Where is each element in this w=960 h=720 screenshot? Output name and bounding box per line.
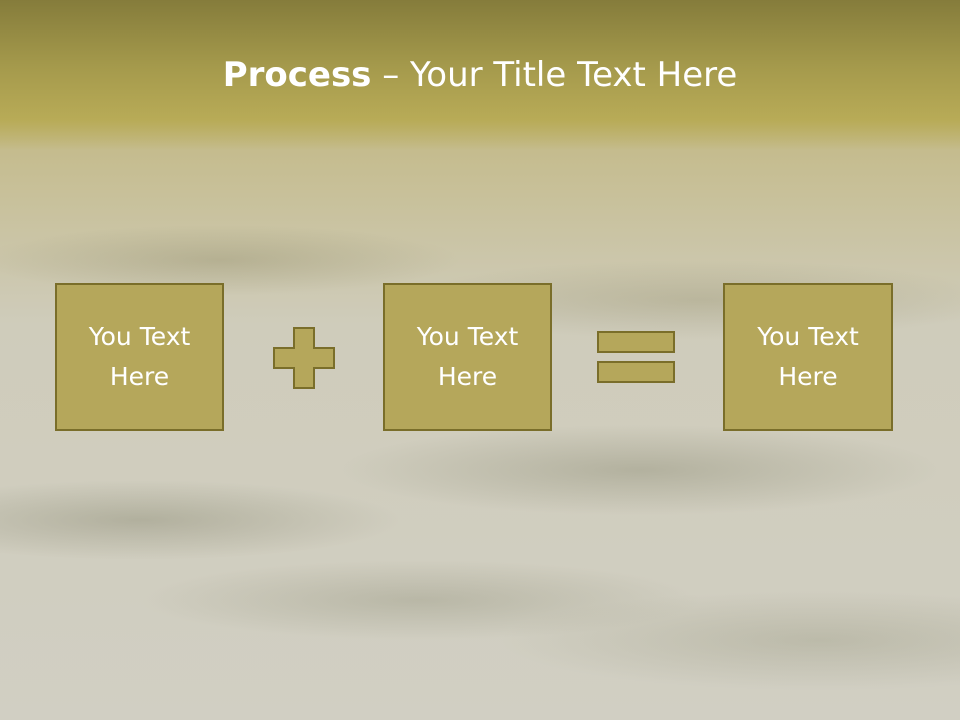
process-box-3-text: You Text Here xyxy=(757,322,859,391)
title-bold: Process xyxy=(222,55,372,95)
process-box-1[interactable]: You Text Here xyxy=(55,283,224,431)
process-box-3[interactable]: You Text Here xyxy=(723,283,893,431)
equals-icon xyxy=(597,331,675,383)
process-box-1-text: You Text Here xyxy=(88,322,191,391)
plus-icon xyxy=(273,327,335,389)
title-bar xyxy=(0,0,960,150)
slide-title: Process – Your Title Text Here xyxy=(0,52,960,98)
title-rest: – Your Title Text Here xyxy=(371,55,738,95)
process-box-2-text: You Text Here xyxy=(416,322,519,391)
process-box-2[interactable]: You Text Here xyxy=(383,283,552,431)
